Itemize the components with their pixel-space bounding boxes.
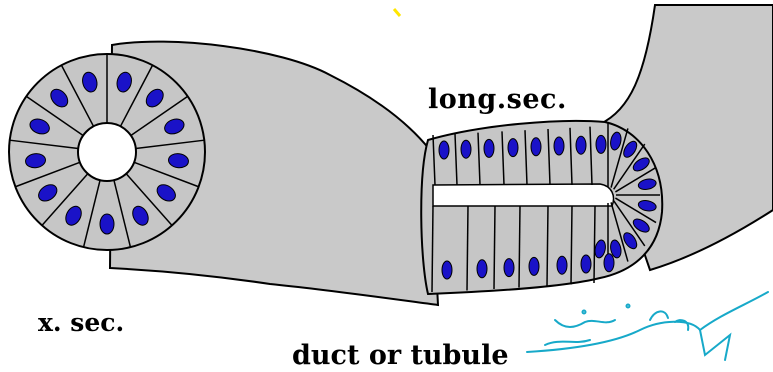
longitudinal-section-label: long.sec. [428,84,567,115]
longitudinal-section [421,121,662,294]
nucleus [100,214,114,234]
nucleus [596,135,606,153]
nucleus [484,139,494,157]
nucleus [477,260,487,278]
nucleus [581,255,591,273]
yellow-speck-icon [394,9,400,16]
cross-section-label: x. sec. [38,308,124,337]
cell-wall [519,206,520,288]
nucleus [439,141,449,159]
cross-section [9,54,205,250]
cell-wall [432,206,433,292]
cell-wall [494,206,495,289]
nucleus [508,139,518,157]
nucleus [576,136,586,154]
nucleus [504,259,514,277]
nucleus [557,256,567,274]
cell-wall [467,206,468,291]
cross-section-lumen [78,123,136,181]
nucleus [529,257,539,275]
nucleus [461,140,471,158]
longitudinal-section-lumen [433,184,614,206]
nucleus [604,254,614,272]
nucleus [531,138,541,156]
cell-wall [594,206,595,283]
cell-wall [571,206,572,285]
diagram-title: duct or tubule [292,340,509,371]
cell-wall [547,206,548,286]
nucleus [554,137,564,155]
handwritten-signature-icon [527,292,768,360]
nucleus [442,261,452,279]
